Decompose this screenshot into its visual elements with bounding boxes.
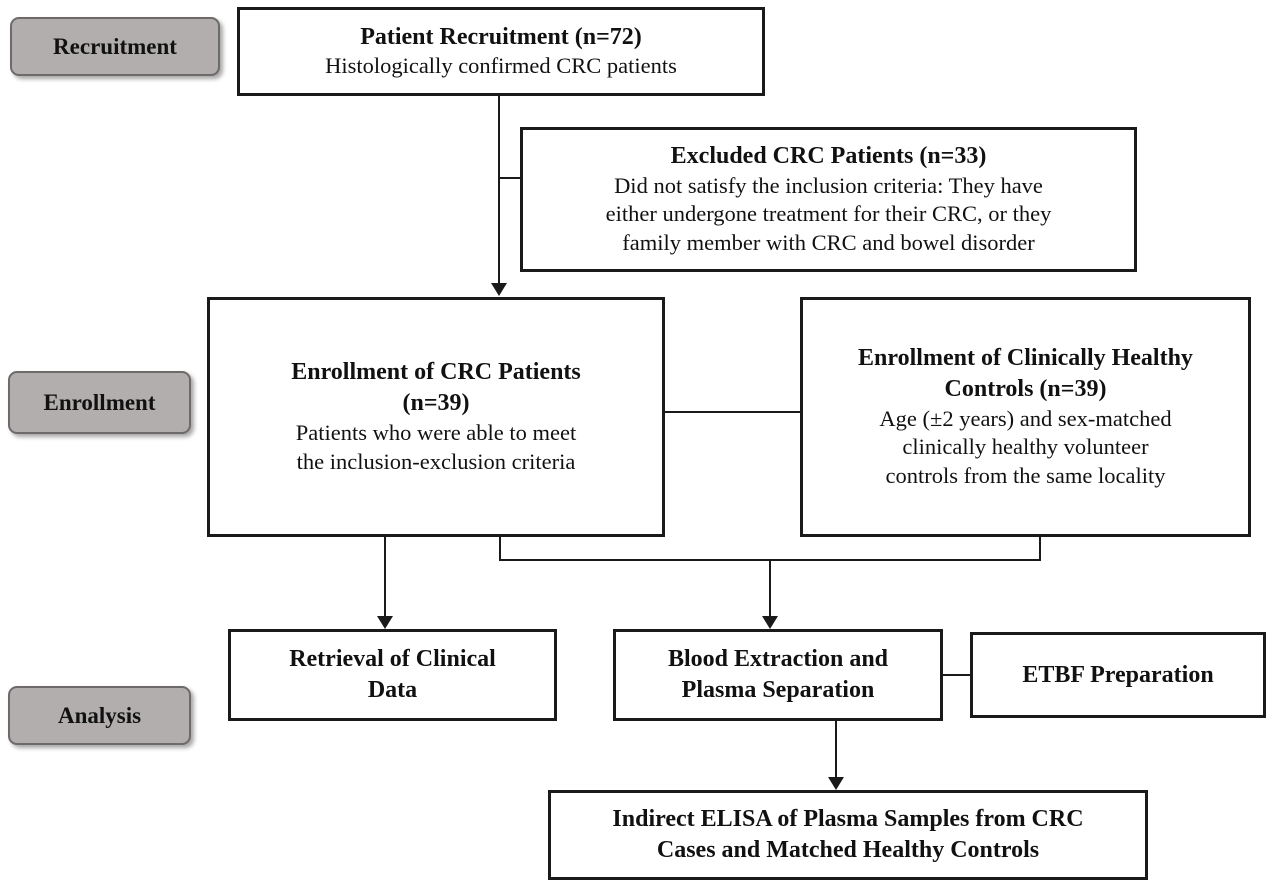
arrowhead-retrieval [377,616,393,629]
box-retrieval-title: Retrieval of Clinical Data [289,646,496,703]
connector-enrollment-boxes [665,411,800,413]
arrowhead-blood-extraction [762,616,778,629]
arrowhead-elisa [828,777,844,790]
box-blood-title: Blood Extraction and Plasma Separation [667,646,889,703]
box-enrollment-controls-title: Enrollment of Clinically Healthy Control… [858,345,1193,402]
box-excluded-title: Excluded CRC Patients (n=33) [670,142,987,169]
box-patient-recruitment: Patient Recruitment (n=72) Histologicall… [237,7,765,96]
connector-crc-to-retrieval [384,537,386,617]
box-enrollment-healthy-controls: Enrollment of Clinically Healthy Control… [800,297,1251,537]
box-excluded-body: Did not satisfy the inclusion criteria: … [605,172,1052,256]
box-patient-recruitment-body: Histologically confirmed CRC patients [325,53,677,79]
connector-crc-down-stub [499,537,501,561]
stage-label-recruitment: Recruitment [10,17,220,76]
stage-label-enrollment: Enrollment [8,371,191,434]
arrowhead-enrollment-crc [491,283,507,296]
box-enrollment-controls-body: Age (±2 years) and sex-matched clinicall… [879,405,1172,489]
box-etbf-preparation: ETBF Preparation [970,632,1266,718]
box-elisa-title: Indirect ELISA of Plasma Samples from CR… [612,806,1084,863]
stage-label-recruitment-text: Recruitment [53,33,177,59]
box-blood-extraction: Blood Extraction and Plasma Separation [613,629,943,721]
box-retrieval-clinical-data: Retrieval of Clinical Data [228,629,557,721]
box-enrollment-crc-patients: Enrollment of CRC Patients (n=39) Patien… [207,297,665,537]
box-etbf-title: ETBF Preparation [1022,661,1214,688]
connector-blood-to-elisa [835,721,837,778]
connector-controls-down-stub [1039,537,1041,561]
stage-label-analysis: Analysis [8,686,191,745]
stage-label-analysis-text: Analysis [57,702,142,728]
box-indirect-elisa: Indirect ELISA of Plasma Samples from CR… [548,790,1148,880]
box-patient-recruitment-title: Patient Recruitment (n=72) [360,23,642,50]
connector-recruitment-to-enrollment [498,96,500,284]
box-excluded-crc-patients: Excluded CRC Patients (n=33) Did not sat… [520,127,1137,272]
stage-label-enrollment-text: Enrollment [43,389,156,415]
connector-to-excluded [499,177,520,179]
box-enrollment-crc-body: Patients who were able to meet the inclu… [295,419,577,474]
box-enrollment-crc-title: Enrollment of CRC Patients (n=39) [291,359,581,417]
connector-merge-to-blood [769,559,771,617]
connector-blood-to-etbf [941,674,972,676]
